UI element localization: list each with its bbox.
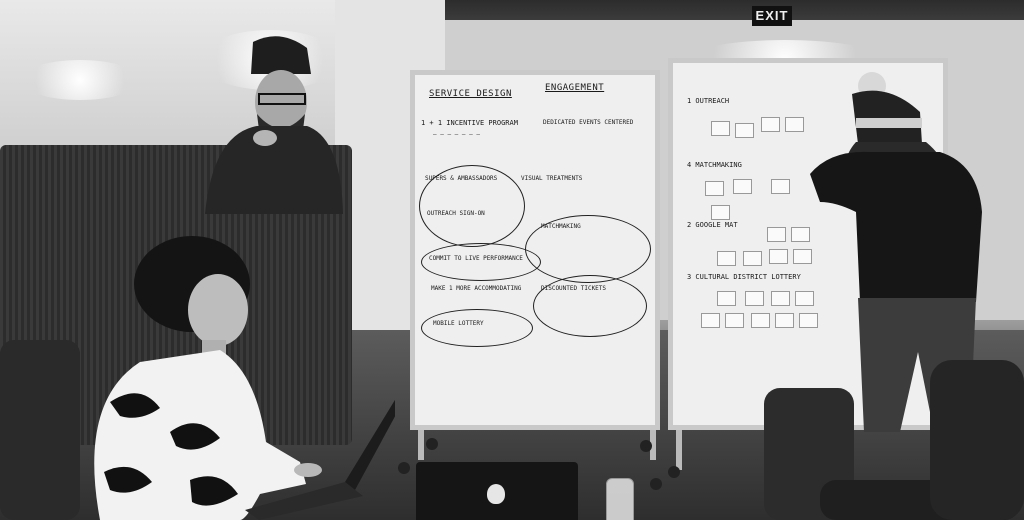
sticky-note [701, 313, 720, 328]
sticky-note [745, 291, 764, 306]
board-item-detail: — — — — — — — [433, 131, 480, 138]
sticky-note [791, 227, 810, 242]
circled-group [533, 275, 647, 337]
man-with-beanie [205, 36, 343, 214]
lounge-chair [764, 360, 1024, 520]
board-wheel [398, 462, 410, 474]
board-item: DISCOUNTED TICKETS [541, 285, 607, 292]
apple-logo-icon [487, 484, 505, 504]
board-item: 1 + 1 INCENTIVE PROGRAM [421, 119, 518, 127]
board-item: VISUAL TREATMENTS [521, 175, 583, 182]
circled-group [421, 243, 541, 281]
circled-group [421, 309, 533, 347]
board-wheel [650, 478, 662, 490]
sticky-note [771, 291, 790, 306]
sticky-note [767, 227, 786, 242]
sticky-note [775, 313, 794, 328]
board-item: SUPERS & AMBASSADORS [425, 175, 498, 182]
ceiling-light [20, 60, 140, 100]
board-wheel [640, 440, 652, 452]
board-item: MATCHMAKING [541, 223, 581, 230]
sticky-note [751, 313, 770, 328]
armchair-left [0, 340, 80, 520]
sticky-note [743, 251, 762, 266]
sticky-note [761, 117, 780, 132]
board-wheel [668, 466, 680, 478]
board-item: MAKE 1 MORE ACCOMMODATING [431, 285, 522, 292]
sticky-note [771, 179, 790, 194]
sticky-note [795, 291, 814, 306]
board-leg [418, 430, 424, 460]
sticky-note [711, 205, 730, 220]
exit-sign: EXIT [752, 6, 792, 26]
laptop-front [416, 462, 578, 520]
board-item: OUTREACH SIGN-ON [427, 210, 485, 217]
board-leg [676, 430, 682, 470]
board-wheel [426, 438, 438, 450]
board-section: 3 CULTURAL DISTRICT LOTTERY [687, 273, 801, 281]
sticky-note [799, 313, 818, 328]
board-header: SERVICE DESIGN [429, 89, 512, 99]
sticky-note [793, 249, 812, 264]
board-header: ENGAGEMENT [545, 83, 605, 93]
laptop-left [245, 399, 395, 520]
board-section: 1 OUTREACH [687, 97, 730, 105]
sticky-note [711, 121, 730, 136]
board-item: DEDICATED EVENTS CENTERED [543, 119, 634, 126]
sticky-note [733, 179, 752, 194]
board-section: 2 GOOGLE MAT [687, 221, 738, 229]
board-leg [650, 430, 656, 460]
board-item: COMMIT TO LIVE PERFORMANCE [429, 255, 523, 262]
woman-at-laptop [94, 236, 322, 520]
sticky-note [717, 251, 736, 266]
board-section: 4 MATCHMAKING [687, 161, 742, 169]
sticky-note [785, 117, 804, 132]
sticky-note [735, 123, 754, 138]
whiteboard-left: SERVICE DESIGN ENGAGEMENT 1 + 1 INCENTIV… [410, 70, 660, 430]
water-bottle [606, 478, 634, 520]
sticky-note [769, 249, 788, 264]
sticky-note [717, 291, 736, 306]
sticky-note [705, 181, 724, 196]
sticky-note [725, 313, 744, 328]
board-item: MOBILE LOTTERY [433, 320, 484, 327]
